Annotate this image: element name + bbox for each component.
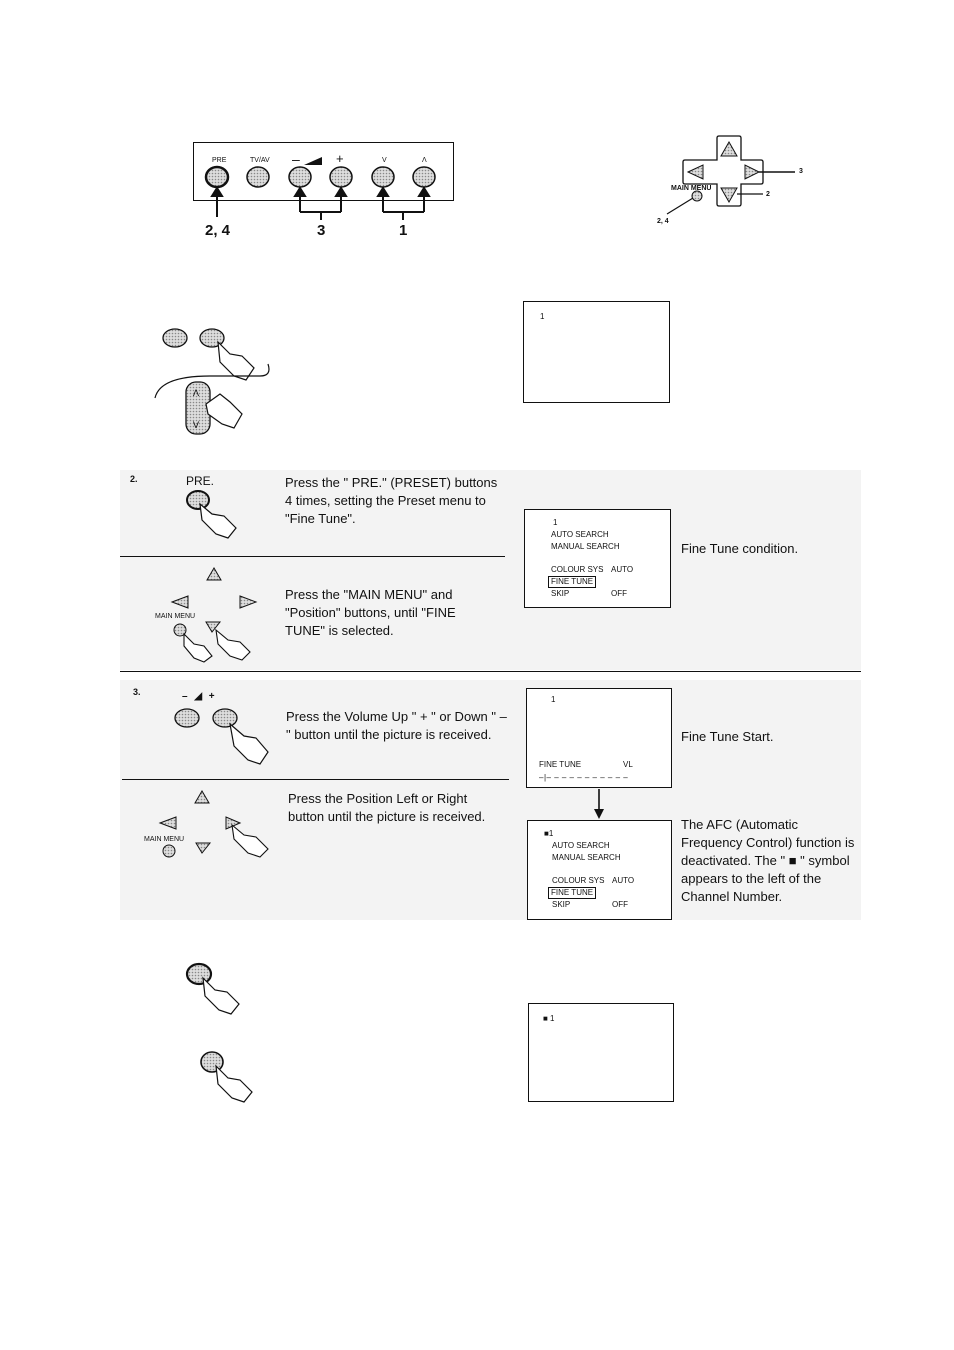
dpad-main-menu-label: MAIN MENU xyxy=(671,185,712,192)
dpad-left-icon xyxy=(686,164,704,180)
step3-dpad-hand-icon xyxy=(158,790,269,858)
dpad-right-icon xyxy=(744,164,761,180)
tvav-button[interactable] xyxy=(246,166,270,188)
screen-auto-search: AUTO SEARCH xyxy=(552,841,610,850)
screen-channel: 1 xyxy=(553,518,558,527)
step2-instruction-b: Press the "MAIN MENU" and "Position" but… xyxy=(285,587,456,638)
screen-tuning-bar: –|– – – – – – – – – – – xyxy=(539,773,629,782)
step2-instruction-a: Press the " PRE." (PRESET) buttons 4 tim… xyxy=(285,475,498,526)
callout-volume: 3 xyxy=(317,222,326,239)
minus-label: – xyxy=(292,151,300,167)
step3-instruction-b: Press the Position Left or Right button … xyxy=(288,791,486,824)
volume-down-button[interactable] xyxy=(288,166,312,188)
final-tv-screen: ■ 1 xyxy=(528,1003,674,1102)
step4-press-hand-icon-2 xyxy=(200,1051,253,1103)
step2-number: 2. xyxy=(130,474,138,484)
intro-tv-screen: 1 xyxy=(523,301,670,403)
step3-caption-a: Fine Tune Start. xyxy=(681,729,774,744)
volume-icon xyxy=(304,157,322,165)
step3-tv-screen-afc: ■1 AUTO SEARCH MANUAL SEARCH COLOUR SYS … xyxy=(527,820,672,920)
step3-instruction-a: Press the Volume Up " + " or Down " – " … xyxy=(286,709,507,742)
volume-up-button[interactable] xyxy=(329,166,353,188)
step2-pre-hand-icon xyxy=(186,490,237,539)
up-label: Λ xyxy=(422,157,427,164)
dpad-callout-down: 2 xyxy=(766,191,770,198)
pre-label: PRE xyxy=(212,157,227,164)
screen-colour-val: AUTO xyxy=(612,876,635,885)
tvav-label: TV/AV xyxy=(250,157,270,164)
step3-volume-label: – ◢ + xyxy=(182,691,217,702)
step4-press-hand-icon-1 xyxy=(185,962,240,1015)
dpad-down-icon xyxy=(720,187,738,204)
step2-main-menu-label: MAIN MENU xyxy=(155,613,196,620)
step2-dpad-hand-icon xyxy=(170,567,258,663)
svg-text:Λ: Λ xyxy=(193,388,199,398)
screen-channel: ■ 1 xyxy=(543,1014,555,1023)
pre-button[interactable] xyxy=(204,165,230,189)
channel-up-button[interactable] xyxy=(412,166,436,188)
screen-fine-tune-selected: FINE TUNE xyxy=(548,887,597,899)
svg-text:V: V xyxy=(193,420,199,430)
screen-manual-search: MANUAL SEARCH xyxy=(552,853,621,862)
screen-manual-search: MANUAL SEARCH xyxy=(551,542,620,551)
screen-colour-val: AUTO xyxy=(611,565,634,574)
screen-vl: VL xyxy=(623,760,633,769)
callout-channel: 1 xyxy=(399,222,408,239)
screen-skip: SKIP xyxy=(552,900,571,909)
screen-skip-val: OFF xyxy=(612,900,628,909)
step3-tv-screen-fine-tune: 1 FINE TUNE VL –|– – – – – – – – – – – xyxy=(526,688,672,788)
hand-press-illustration: Λ V xyxy=(154,328,270,435)
screen-colour-sys: COLOUR SYS xyxy=(552,876,605,885)
down-arrow-icon xyxy=(594,789,604,819)
step3-main-menu-label: MAIN MENU xyxy=(144,836,185,843)
main-menu-button-icon xyxy=(691,190,703,202)
step2-tv-screen: 1 AUTO SEARCH MANUAL SEARCH COLOUR SYS A… xyxy=(524,509,671,608)
v-label: V xyxy=(382,157,387,164)
screen-channel: 1 xyxy=(551,695,556,704)
channel-down-button[interactable] xyxy=(371,166,395,188)
callout-pre: 2, 4 xyxy=(205,222,231,239)
screen-skip: SKIP xyxy=(551,589,570,598)
dpad-callout-menu: 2, 4 xyxy=(657,218,669,225)
screen-channel: ■1 xyxy=(544,829,554,838)
remote-panel: PRE TV/AV – + V Λ xyxy=(193,142,454,201)
screen-auto-search: AUTO SEARCH xyxy=(551,530,609,539)
step2-pre-label: PRE. xyxy=(186,474,215,488)
screen-skip-val: OFF xyxy=(611,589,627,598)
step3-number: 3. xyxy=(133,687,141,697)
step3-volume-hand-icon xyxy=(174,708,269,765)
screen-fine-tune: FINE TUNE xyxy=(539,760,582,769)
step3-caption-b: The AFC (Automatic Frequency Control) fu… xyxy=(681,817,855,904)
screen-fine-tune-selected: FINE TUNE xyxy=(548,576,597,588)
remote-buttons xyxy=(204,165,436,220)
dpad-up-icon xyxy=(720,140,738,157)
dpad-diagram xyxy=(666,135,795,215)
dpad-callout-right: 3 xyxy=(799,168,803,175)
plus-label: + xyxy=(336,151,344,166)
step2-caption: Fine Tune condition. xyxy=(681,541,799,556)
intro-channel: 1 xyxy=(540,312,545,321)
screen-colour-sys: COLOUR SYS xyxy=(551,565,604,574)
